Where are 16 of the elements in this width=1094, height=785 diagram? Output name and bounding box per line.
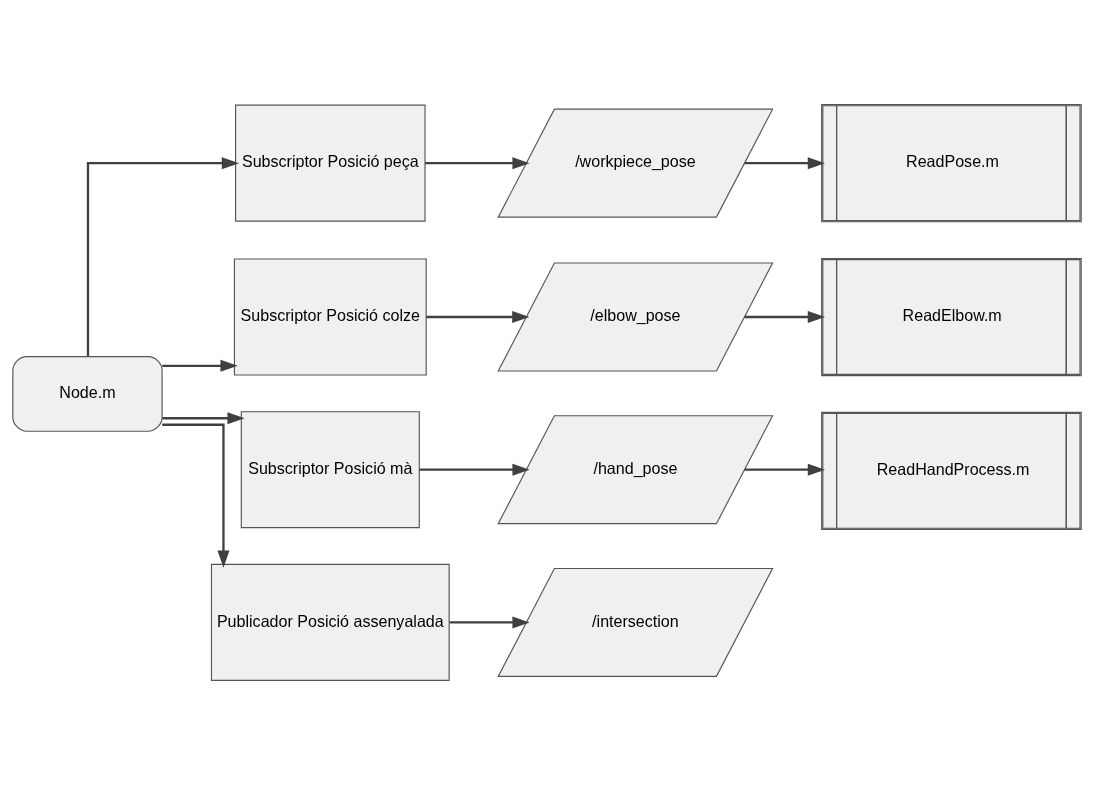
arrow — [86, 157, 240, 357]
node-box: Publicador Posició assenyalada — [210, 563, 450, 681]
arrow — [162, 412, 245, 425]
arrow — [744, 463, 826, 476]
node-box: Subscriptor Posició peça — [235, 104, 426, 222]
node-box: Node.m — [12, 356, 163, 432]
arrow — [162, 423, 230, 568]
arrow — [744, 157, 826, 170]
arrow — [425, 157, 530, 170]
arrow — [449, 616, 530, 629]
arrow — [426, 310, 530, 324]
arrow — [162, 359, 238, 372]
node-box: Subscriptor Posició mà — [240, 411, 420, 529]
node-box: Subscriptor Posició colze — [233, 258, 427, 376]
arrow — [744, 310, 826, 324]
arrow — [419, 463, 530, 476]
